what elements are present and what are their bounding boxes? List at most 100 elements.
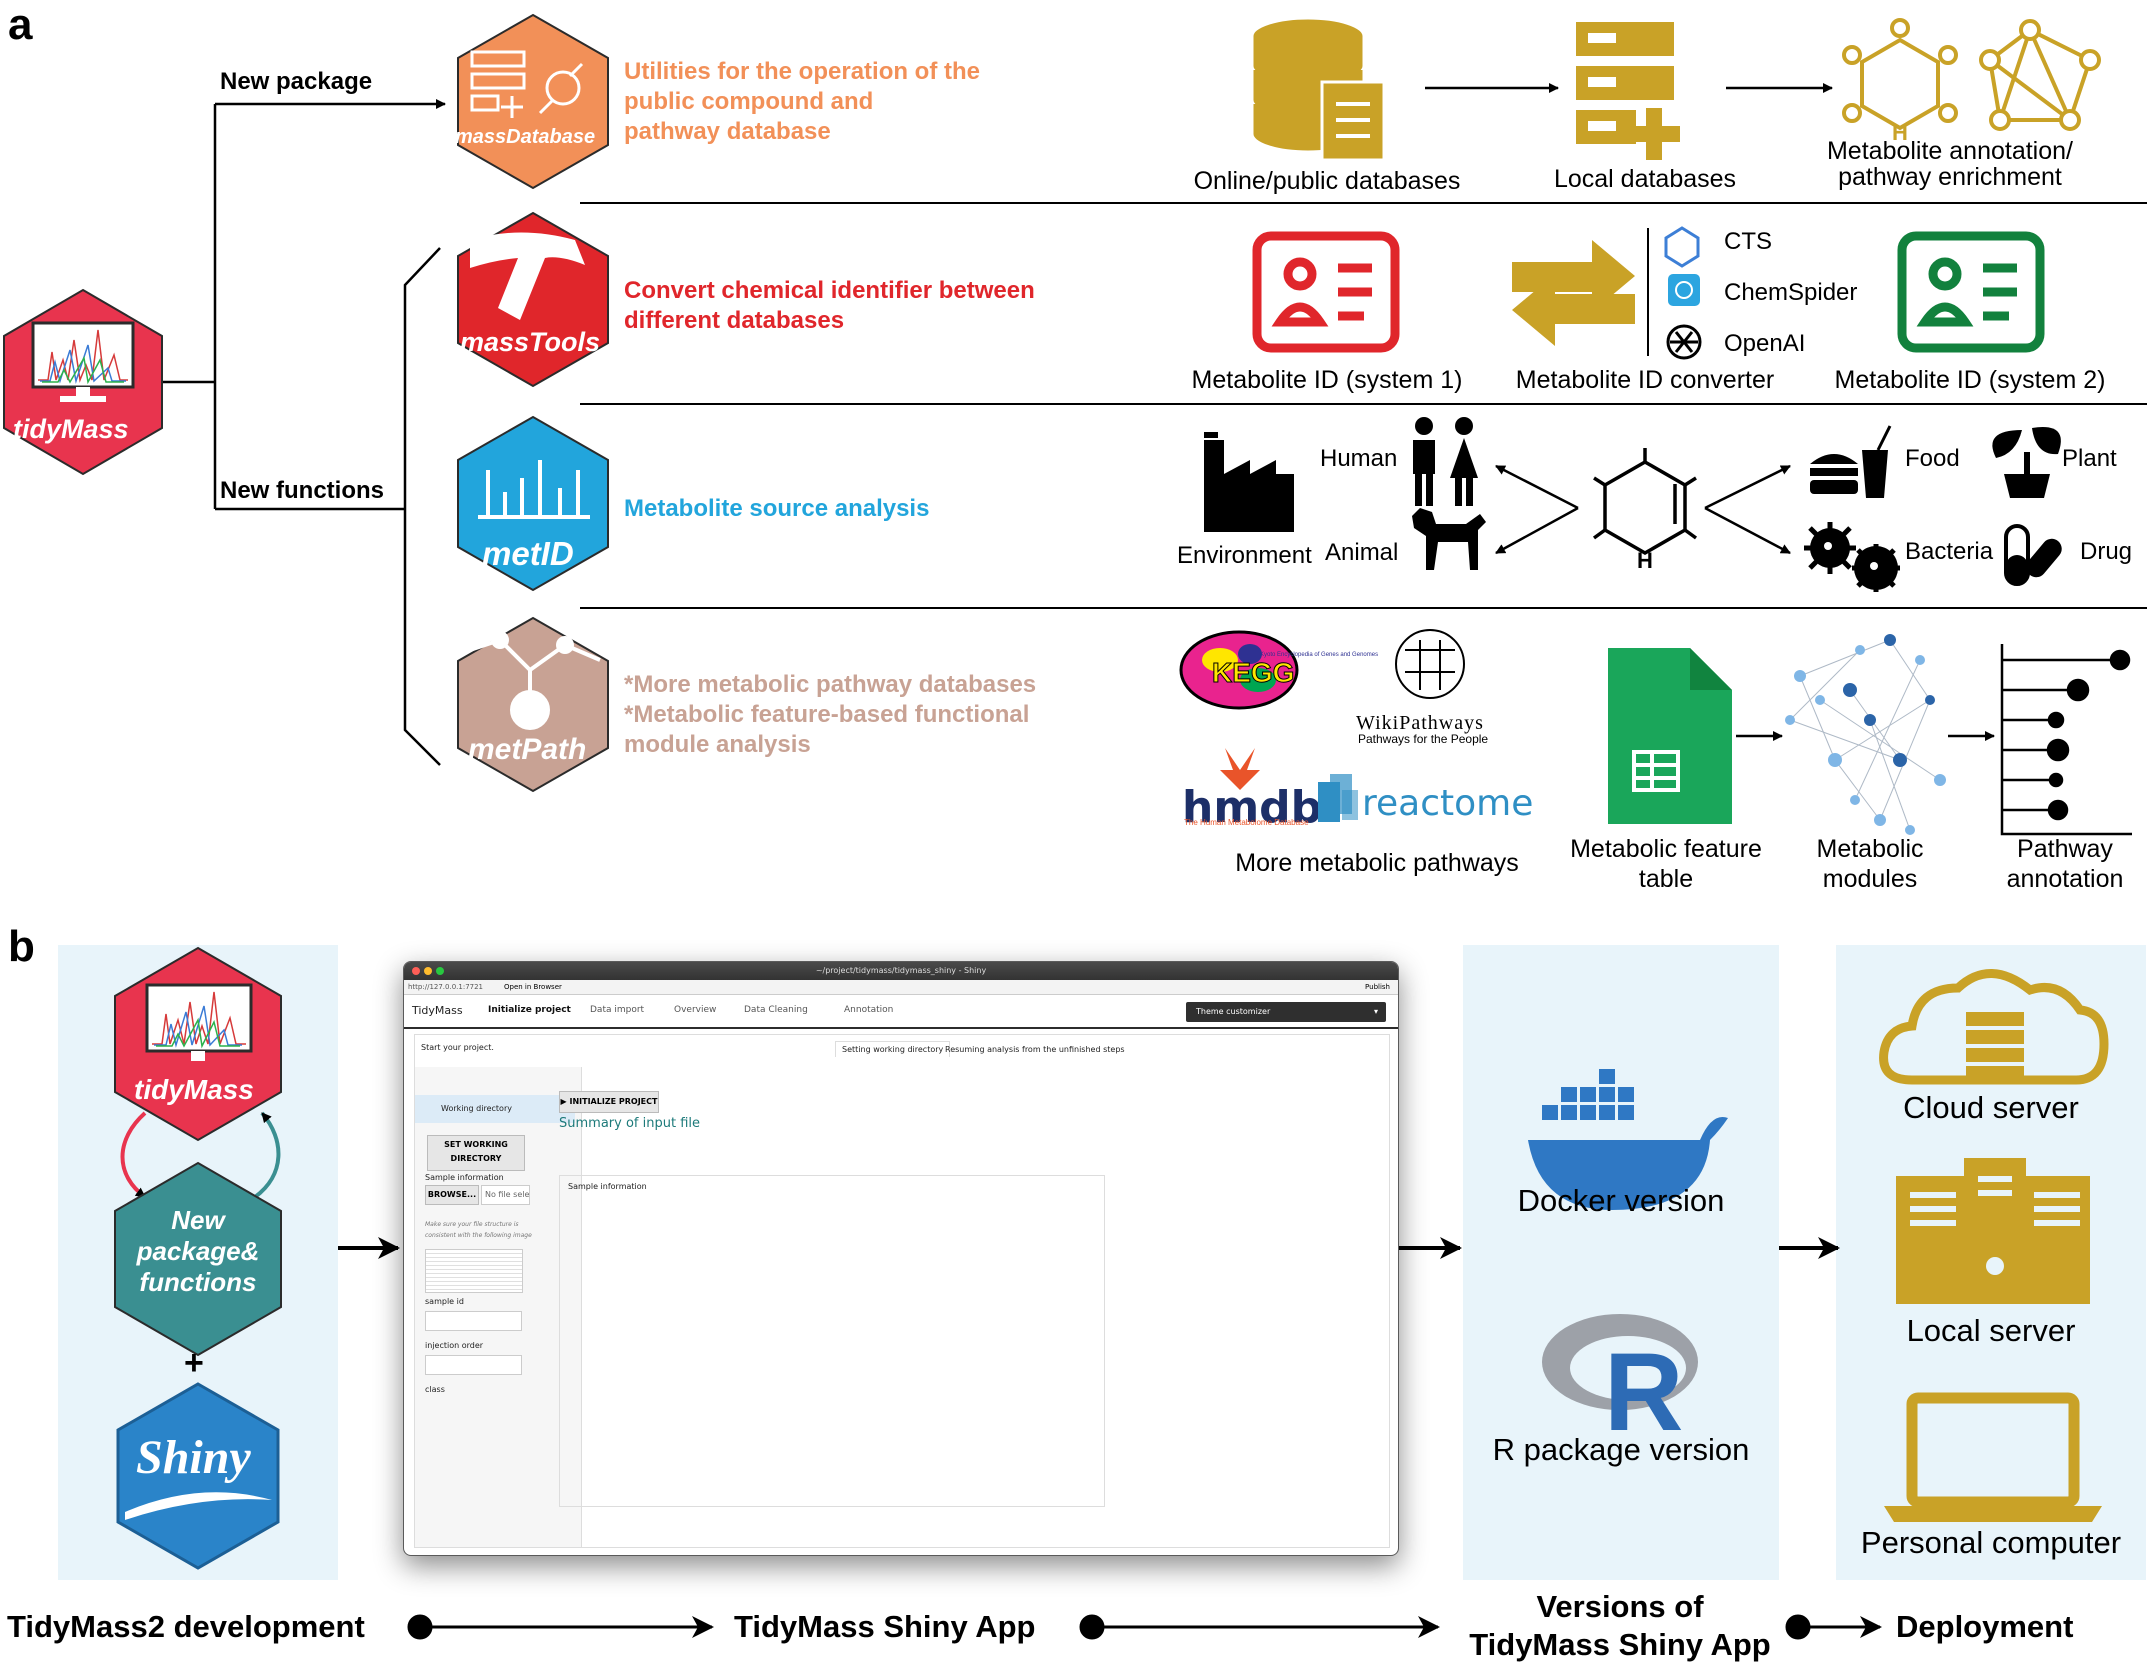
metabolite-id-system1-label: Metabolite ID (system 1) bbox=[1191, 366, 1463, 394]
plant-icon bbox=[1992, 427, 2061, 498]
subtab-working-directory[interactable]: Setting working directory bbox=[835, 1041, 951, 1057]
drug-label: Drug bbox=[2080, 538, 2133, 565]
start-project-text: Start your project. bbox=[421, 1043, 494, 1052]
tab-data-cleaning[interactable]: Data Cleaning bbox=[744, 1005, 808, 1015]
minimize-window-button[interactable] bbox=[424, 967, 432, 975]
online-databases-label: Online/public databases bbox=[1193, 167, 1461, 195]
sample-id-select[interactable] bbox=[425, 1311, 522, 1331]
online-database-icon bbox=[1250, 16, 1386, 162]
versions-background bbox=[1463, 945, 1779, 1580]
shiny-logo-text: Shiny bbox=[136, 1431, 251, 1484]
tab-data-import[interactable]: Data import bbox=[590, 1005, 645, 1015]
more-pathways-label: More metabolic pathways bbox=[1235, 849, 1519, 877]
panel-a-label: a bbox=[8, 0, 33, 49]
human-label: Human bbox=[1320, 445, 1398, 472]
molecule-icon bbox=[1842, 18, 1958, 131]
sample-information-panel: Sample information bbox=[559, 1175, 1105, 1507]
metpath-description: *More metabolic pathway databases*Metabo… bbox=[624, 671, 1037, 758]
tidymass-hexagon-logo-b bbox=[114, 946, 282, 1142]
masstools-logo-text: massTools bbox=[460, 327, 601, 357]
timeline-arrows bbox=[407, 1614, 1882, 1640]
reactome-icon bbox=[1318, 774, 1358, 822]
injection-order-label: injection order bbox=[425, 1341, 484, 1350]
pathway-annotation-lollipop bbox=[2000, 644, 2132, 836]
branch-new-functions: New functions bbox=[220, 477, 385, 504]
new-package-hexagon bbox=[114, 1161, 282, 1357]
curved-arrow-teal bbox=[253, 1111, 281, 1199]
tidymass-hexagon-logo bbox=[3, 288, 163, 476]
maximize-window-button[interactable] bbox=[436, 967, 444, 975]
pipeline-deploy-label: Deployment bbox=[1896, 1609, 2074, 1644]
center-molecule-h-label: H bbox=[1637, 548, 1653, 573]
app-navbar: TidyMass Initialize project Data import … bbox=[404, 995, 1398, 1029]
wikipathways-logo bbox=[1395, 629, 1465, 699]
local-server-label: Local server bbox=[1906, 1313, 2076, 1348]
hmdb-logo: hmdb bbox=[1182, 748, 1322, 833]
pipeline-dev-label: TidyMass2 development bbox=[7, 1609, 365, 1644]
chemspider-label: ChemSpider bbox=[1724, 279, 1858, 306]
tab-overview[interactable]: Overview bbox=[674, 1005, 717, 1015]
r-package-version-label: R package version bbox=[1492, 1432, 1750, 1467]
pipeline-shiny-label: TidyMass Shiny App bbox=[734, 1609, 1036, 1644]
animal-dog-icon bbox=[1412, 508, 1486, 570]
personal-computer-label: Personal computer bbox=[1860, 1525, 2122, 1560]
metid-hexagon-logo bbox=[457, 415, 609, 592]
drug-icon bbox=[2004, 524, 2062, 586]
panel-b-label: b bbox=[8, 922, 35, 971]
open-browser-button[interactable]: Open in Browser bbox=[504, 983, 562, 991]
local-database-icon bbox=[1576, 22, 1680, 160]
network-icon bbox=[1979, 19, 2101, 131]
hmdb-tagline: The Human Metabolome Database bbox=[1184, 818, 1309, 827]
reactome-logo-text: reactome bbox=[1362, 783, 1533, 824]
kegg-logo: KEGG bbox=[1179, 630, 1299, 710]
tidymass-logo-text: tidyMass bbox=[13, 414, 129, 444]
plant-label: Plant bbox=[2062, 445, 2117, 472]
sample-id-label: sample id bbox=[425, 1297, 464, 1306]
browse-button[interactable]: BROWSE... bbox=[425, 1185, 479, 1205]
initialize-project-button[interactable]: ▶ INITIALIZE PROJECT bbox=[559, 1091, 659, 1113]
plus-sign: + bbox=[184, 1344, 204, 1382]
sidebar-section-working-directory[interactable] bbox=[415, 1095, 575, 1123]
personal-computer-icon bbox=[1884, 1392, 2102, 1522]
file-name-field[interactable]: No file sele bbox=[481, 1185, 530, 1205]
summary-heading: Summary of input file bbox=[559, 1116, 700, 1131]
tab-initialize-project[interactable]: Initialize project bbox=[488, 1005, 571, 1015]
branch-new-package: New package bbox=[220, 68, 373, 95]
close-window-button[interactable] bbox=[412, 967, 420, 975]
publish-button[interactable]: Publish bbox=[1365, 983, 1390, 991]
molecule-h-label: H bbox=[1892, 120, 1908, 145]
cts-label: CTS bbox=[1724, 228, 1772, 255]
feature-table-icon bbox=[1608, 648, 1732, 824]
chemspider-icon bbox=[1668, 274, 1700, 306]
cloud-server-icon bbox=[1879, 969, 2109, 1085]
subtab-resume-analysis[interactable]: Resuming analysis from the unfinished st… bbox=[945, 1045, 1125, 1054]
local-server-icon bbox=[1896, 1158, 2090, 1304]
wikipathways-label: WikiPathways bbox=[1356, 712, 1484, 734]
cts-icon bbox=[1664, 226, 1700, 268]
tab-annotation[interactable]: Annotation bbox=[844, 1005, 894, 1015]
window-titlebar: ~/project/tidymass/tidymass_shiny - Shin… bbox=[404, 962, 1398, 980]
masstools-hexagon-logo bbox=[457, 211, 609, 388]
class-label: class bbox=[425, 1385, 445, 1394]
convert-arrows-icon bbox=[1512, 240, 1635, 346]
svg-text:R: R bbox=[1604, 1331, 1683, 1454]
shiny-app-window: ~/project/tidymass/tidymass_shiny - Shin… bbox=[403, 961, 1399, 1556]
injection-order-select[interactable] bbox=[425, 1355, 522, 1375]
metpath-logo-text: metPath bbox=[468, 733, 587, 766]
metabolic-modules-network bbox=[1785, 634, 1946, 835]
sample-information-label: Sample information bbox=[425, 1173, 504, 1182]
theme-customizer-dropdown[interactable]: Theme customizer▾ bbox=[1186, 1002, 1386, 1022]
url-text[interactable]: http://127.0.0.1:7721 bbox=[408, 983, 484, 991]
bacteria-icon bbox=[1804, 522, 1900, 592]
cloud-server-racks bbox=[1966, 1012, 2024, 1080]
docker-logo bbox=[1528, 1069, 1728, 1210]
kegg-tagline: Kyoto Encyclopedia of Genes and Genomes bbox=[1260, 652, 1379, 658]
